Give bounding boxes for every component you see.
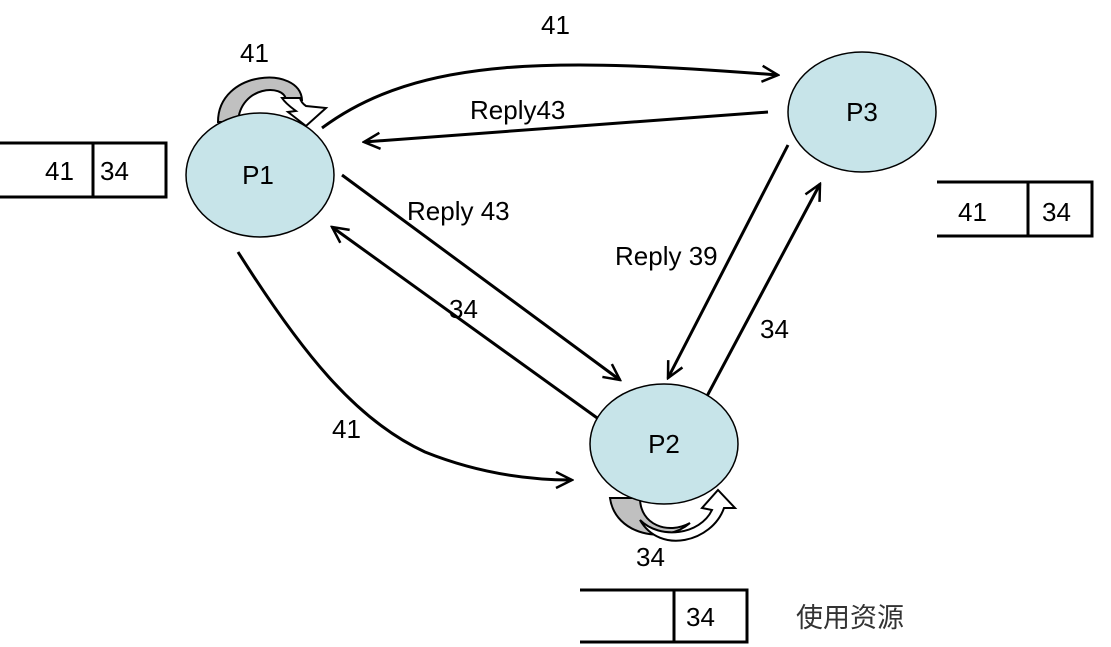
queue-p3-cell-1: 34 [1042, 197, 1071, 227]
p2-loop-gray-band [608, 497, 691, 536]
node-p1-ellipse [185, 112, 335, 238]
node-p1-label: P1 [242, 160, 274, 190]
edge-p1-to-p2-reply [341, 173, 620, 380]
queue-p2-border [580, 588, 749, 644]
node-p1: P1 [185, 112, 335, 238]
label-p3-to-p1: Reply43 [470, 95, 565, 125]
queue-p2 [580, 588, 749, 644]
edge-p1-to-p3 [321, 63, 778, 130]
edges [236, 63, 822, 480]
label-p3-to-p2-reply: Reply 39 [615, 241, 718, 271]
queue-p3-border [937, 180, 1094, 238]
label-p2-to-p1: 34 [449, 294, 478, 324]
queue-p2-cell-1: 34 [686, 602, 715, 632]
p1-loop-gray-band [216, 76, 304, 123]
queue-p1-border [0, 141, 168, 199]
label-p2-self-loop: 34 [636, 542, 665, 572]
edge-p2-to-p1 [332, 227, 601, 422]
queue-p3-cell-0: 41 [958, 197, 987, 227]
edge-p2-to-p3 [704, 184, 822, 399]
label-p2-to-p3: 34 [760, 314, 789, 344]
queue-p1-cell-0: 41 [45, 156, 74, 186]
node-p2: P2 [589, 383, 739, 505]
p2-self-loop-arrow [608, 488, 738, 542]
edge-p1-to-p2-curved [236, 251, 572, 480]
node-p2-ellipse [589, 383, 739, 505]
queue-p1-cell-1: 34 [100, 156, 129, 186]
edge-p3-to-p1 [364, 110, 769, 142]
label-p1-to-p3: 41 [541, 10, 570, 40]
label-p1-to-p2-reply: Reply 43 [407, 196, 510, 226]
label-p1-to-p2-curved: 41 [332, 414, 361, 444]
node-p3-ellipse [787, 51, 937, 173]
p2-loop-white-arrow [639, 488, 738, 542]
node-p3-label: P3 [846, 97, 878, 127]
edge-p3-to-p2-reply [666, 144, 790, 378]
resource-caption: 使用资源 [796, 603, 904, 634]
p1-loop-white-arrow [280, 97, 329, 128]
p1-self-loop-arrow [216, 76, 329, 128]
node-p2-label: P2 [648, 429, 680, 459]
edge-labels: 41 Reply43 Reply 43 34 41 Reply 39 34 41… [240, 10, 789, 572]
queue-p1 [0, 141, 168, 199]
node-p3: P3 [787, 51, 937, 173]
label-p1-self-loop: 41 [240, 38, 269, 68]
queue-p3 [937, 180, 1094, 238]
